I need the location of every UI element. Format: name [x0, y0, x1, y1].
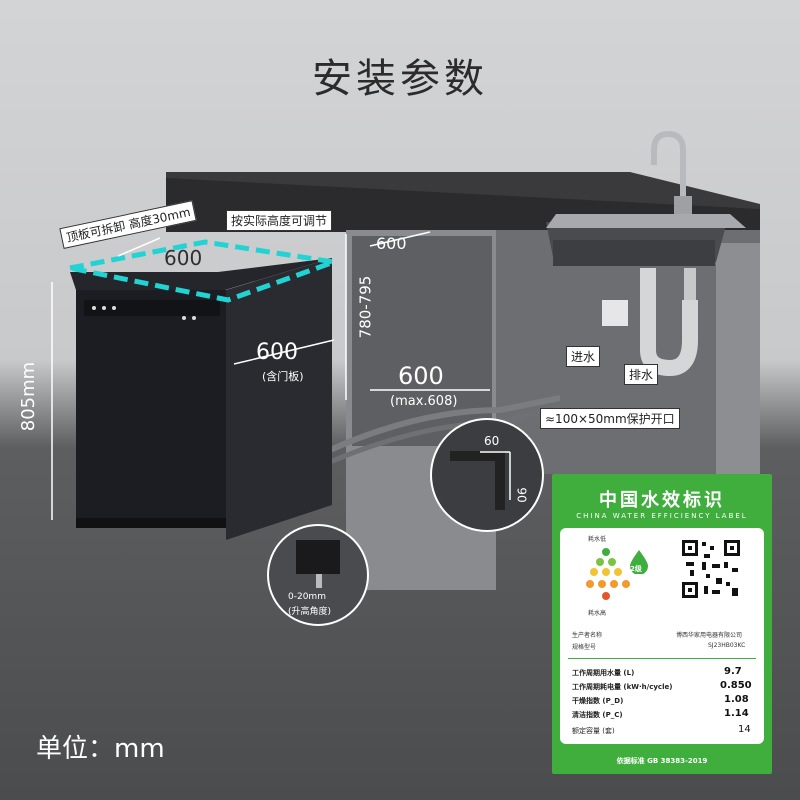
- grade-text: 2级: [630, 565, 642, 573]
- row-value: 1.14: [724, 708, 749, 719]
- drain-pipe: [640, 268, 698, 377]
- water-efficiency-label: 中国水效标识 CHINA WATER EFFICIENCY LABEL 耗水低 …: [552, 474, 772, 774]
- row-label: 工作周期用水量 (L): [572, 669, 635, 677]
- foot-note-label: (升高角度): [288, 607, 332, 617]
- row-label: 清洁指数 (P_C): [572, 711, 623, 719]
- foot-range-label: 0-20mm: [288, 592, 326, 602]
- adjust-note: 按实际高度可调节: [226, 210, 333, 231]
- unit-text: 单位：mm: [36, 734, 165, 764]
- inlet-label: 进水: [566, 346, 601, 367]
- row-label: 额定容量 (套): [572, 727, 615, 735]
- label-subtitle: CHINA WATER EFFICIENCY LABEL: [576, 512, 748, 520]
- dishwasher-side: [226, 258, 332, 540]
- row-label: 工作周期耗电量 (kW·h/cycle): [572, 683, 673, 691]
- drain-label: 排水: [624, 364, 659, 385]
- label-card: 耗水低 耗水高 2级: [560, 528, 764, 744]
- water-drops-icon: [586, 548, 630, 600]
- manufacturer-value: 博西华家用电器有限公司: [676, 632, 743, 639]
- model-value: SJ23HB03KC: [708, 642, 746, 649]
- notch-width-label: 60: [484, 434, 500, 448]
- height-label: 805mm: [18, 361, 40, 432]
- faucet: [651, 130, 686, 206]
- model-label: 规格型号: [572, 644, 597, 651]
- opening-label: ≈100×50mm保护开口: [540, 408, 680, 429]
- notch-height-label: 90: [514, 487, 529, 503]
- high-use-text: 耗水高: [588, 610, 607, 617]
- depth-label: 600: [256, 340, 298, 365]
- cabinet-height-label: 780-795: [356, 275, 375, 339]
- row-value: 1.08: [724, 694, 749, 705]
- qr-code-icon: [680, 538, 742, 600]
- label-title: 中国水效标识: [599, 490, 725, 511]
- depth-note: (含门板): [262, 370, 304, 383]
- cabinet-opening: [352, 236, 492, 446]
- grade-drop-icon: [630, 550, 648, 574]
- top-width-label: 600: [164, 246, 203, 270]
- row-label: 干燥指数 (P_D): [572, 697, 624, 705]
- row-value: 0.850: [720, 680, 752, 691]
- label-footer: 依据标准 GB 38383-2019: [616, 757, 708, 765]
- cabinet-width-label: 600: [398, 362, 444, 390]
- page-title: 安装参数: [312, 56, 488, 102]
- row-value: 9.7: [724, 666, 742, 677]
- notch-zoom-circle: [430, 418, 544, 532]
- manufacturer-label: 生产者名称: [572, 632, 603, 639]
- top-panel-outline: [69, 239, 335, 303]
- low-use-text: 耗水低: [588, 536, 607, 543]
- hose-1: [328, 395, 561, 453]
- row-value: 14: [738, 724, 751, 735]
- cabinet-depth-label: 600: [376, 234, 407, 253]
- dishwasher-front: [76, 290, 226, 520]
- cabinet-width-note: (max.608): [390, 394, 458, 409]
